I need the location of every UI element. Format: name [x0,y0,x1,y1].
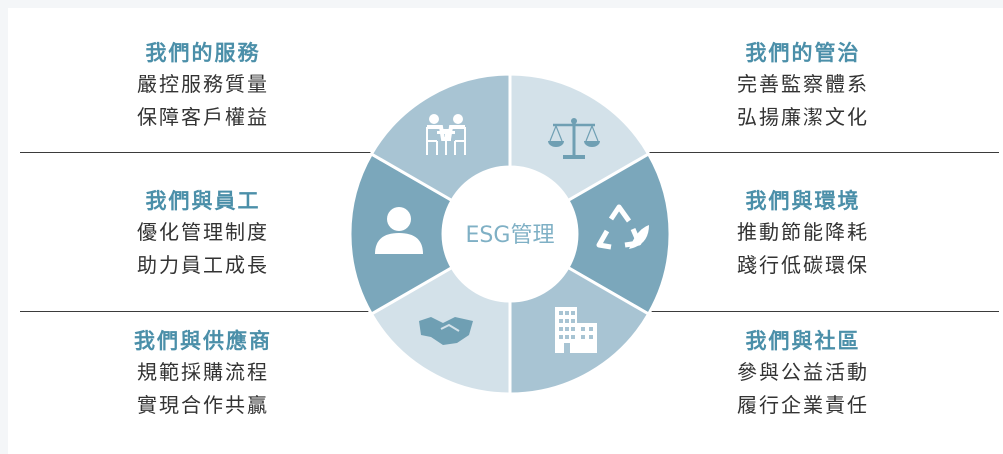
esg-wheel: ESG管理 [348,72,672,396]
leaf-icon [629,225,649,249]
section-community: 我們與社區 參與公益活動 履行企業責任 [683,326,923,422]
section-services: 我們的服務 嚴控服務質量 保障客戶權益 [83,38,323,134]
section-line: 履行企業責任 [737,393,869,417]
section-line: 實現合作共贏 [137,393,269,417]
section-title: 我們與社區 [745,329,861,353]
person-icon [375,207,423,254]
divider-left-top [20,152,372,153]
section-line: 完善監察體系 [737,72,869,96]
section-title: 我們與供應商 [134,329,272,353]
section-employees: 我們與員工 優化管理制度 助力員工成長 [83,186,323,282]
section-line: 規範採購流程 [137,360,269,384]
section-line: 踐行低碳環保 [737,253,869,277]
center-circle [446,170,574,298]
section-title: 我們的管治 [745,41,861,65]
scales-icon [548,118,600,159]
section-title: 我們與員工 [145,189,261,213]
segment-environment [565,151,672,317]
divider-right-top [649,152,999,153]
center-label: ESG管理 [466,223,555,248]
handshake-icon [419,317,473,345]
section-line: 參與公益活動 [737,360,869,384]
section-suppliers: 我們與供應商 規範採購流程 實現合作共贏 [83,326,323,422]
section-line: 保障客戶權益 [137,105,269,129]
meeting-icon [426,114,466,155]
section-environment: 我們與環境 推動節能降耗 踐行低碳環保 [683,186,923,282]
section-line: 嚴控服務質量 [137,72,269,96]
section-governance: 我們的管治 完善監察體系 弘揚廉潔文化 [683,38,923,134]
section-line: 推動節能降耗 [737,220,869,244]
divider-right-bottom [649,311,999,312]
section-title: 我們的服務 [145,41,261,65]
buildings-icon [555,307,597,353]
divider-left-bottom [20,311,372,312]
section-line: 優化管理制度 [137,220,269,244]
section-title: 我們與環境 [745,189,861,213]
segment-governance [508,72,651,203]
section-line: 助力員工成長 [137,253,269,277]
section-line: 弘揚廉潔文化 [737,105,869,129]
